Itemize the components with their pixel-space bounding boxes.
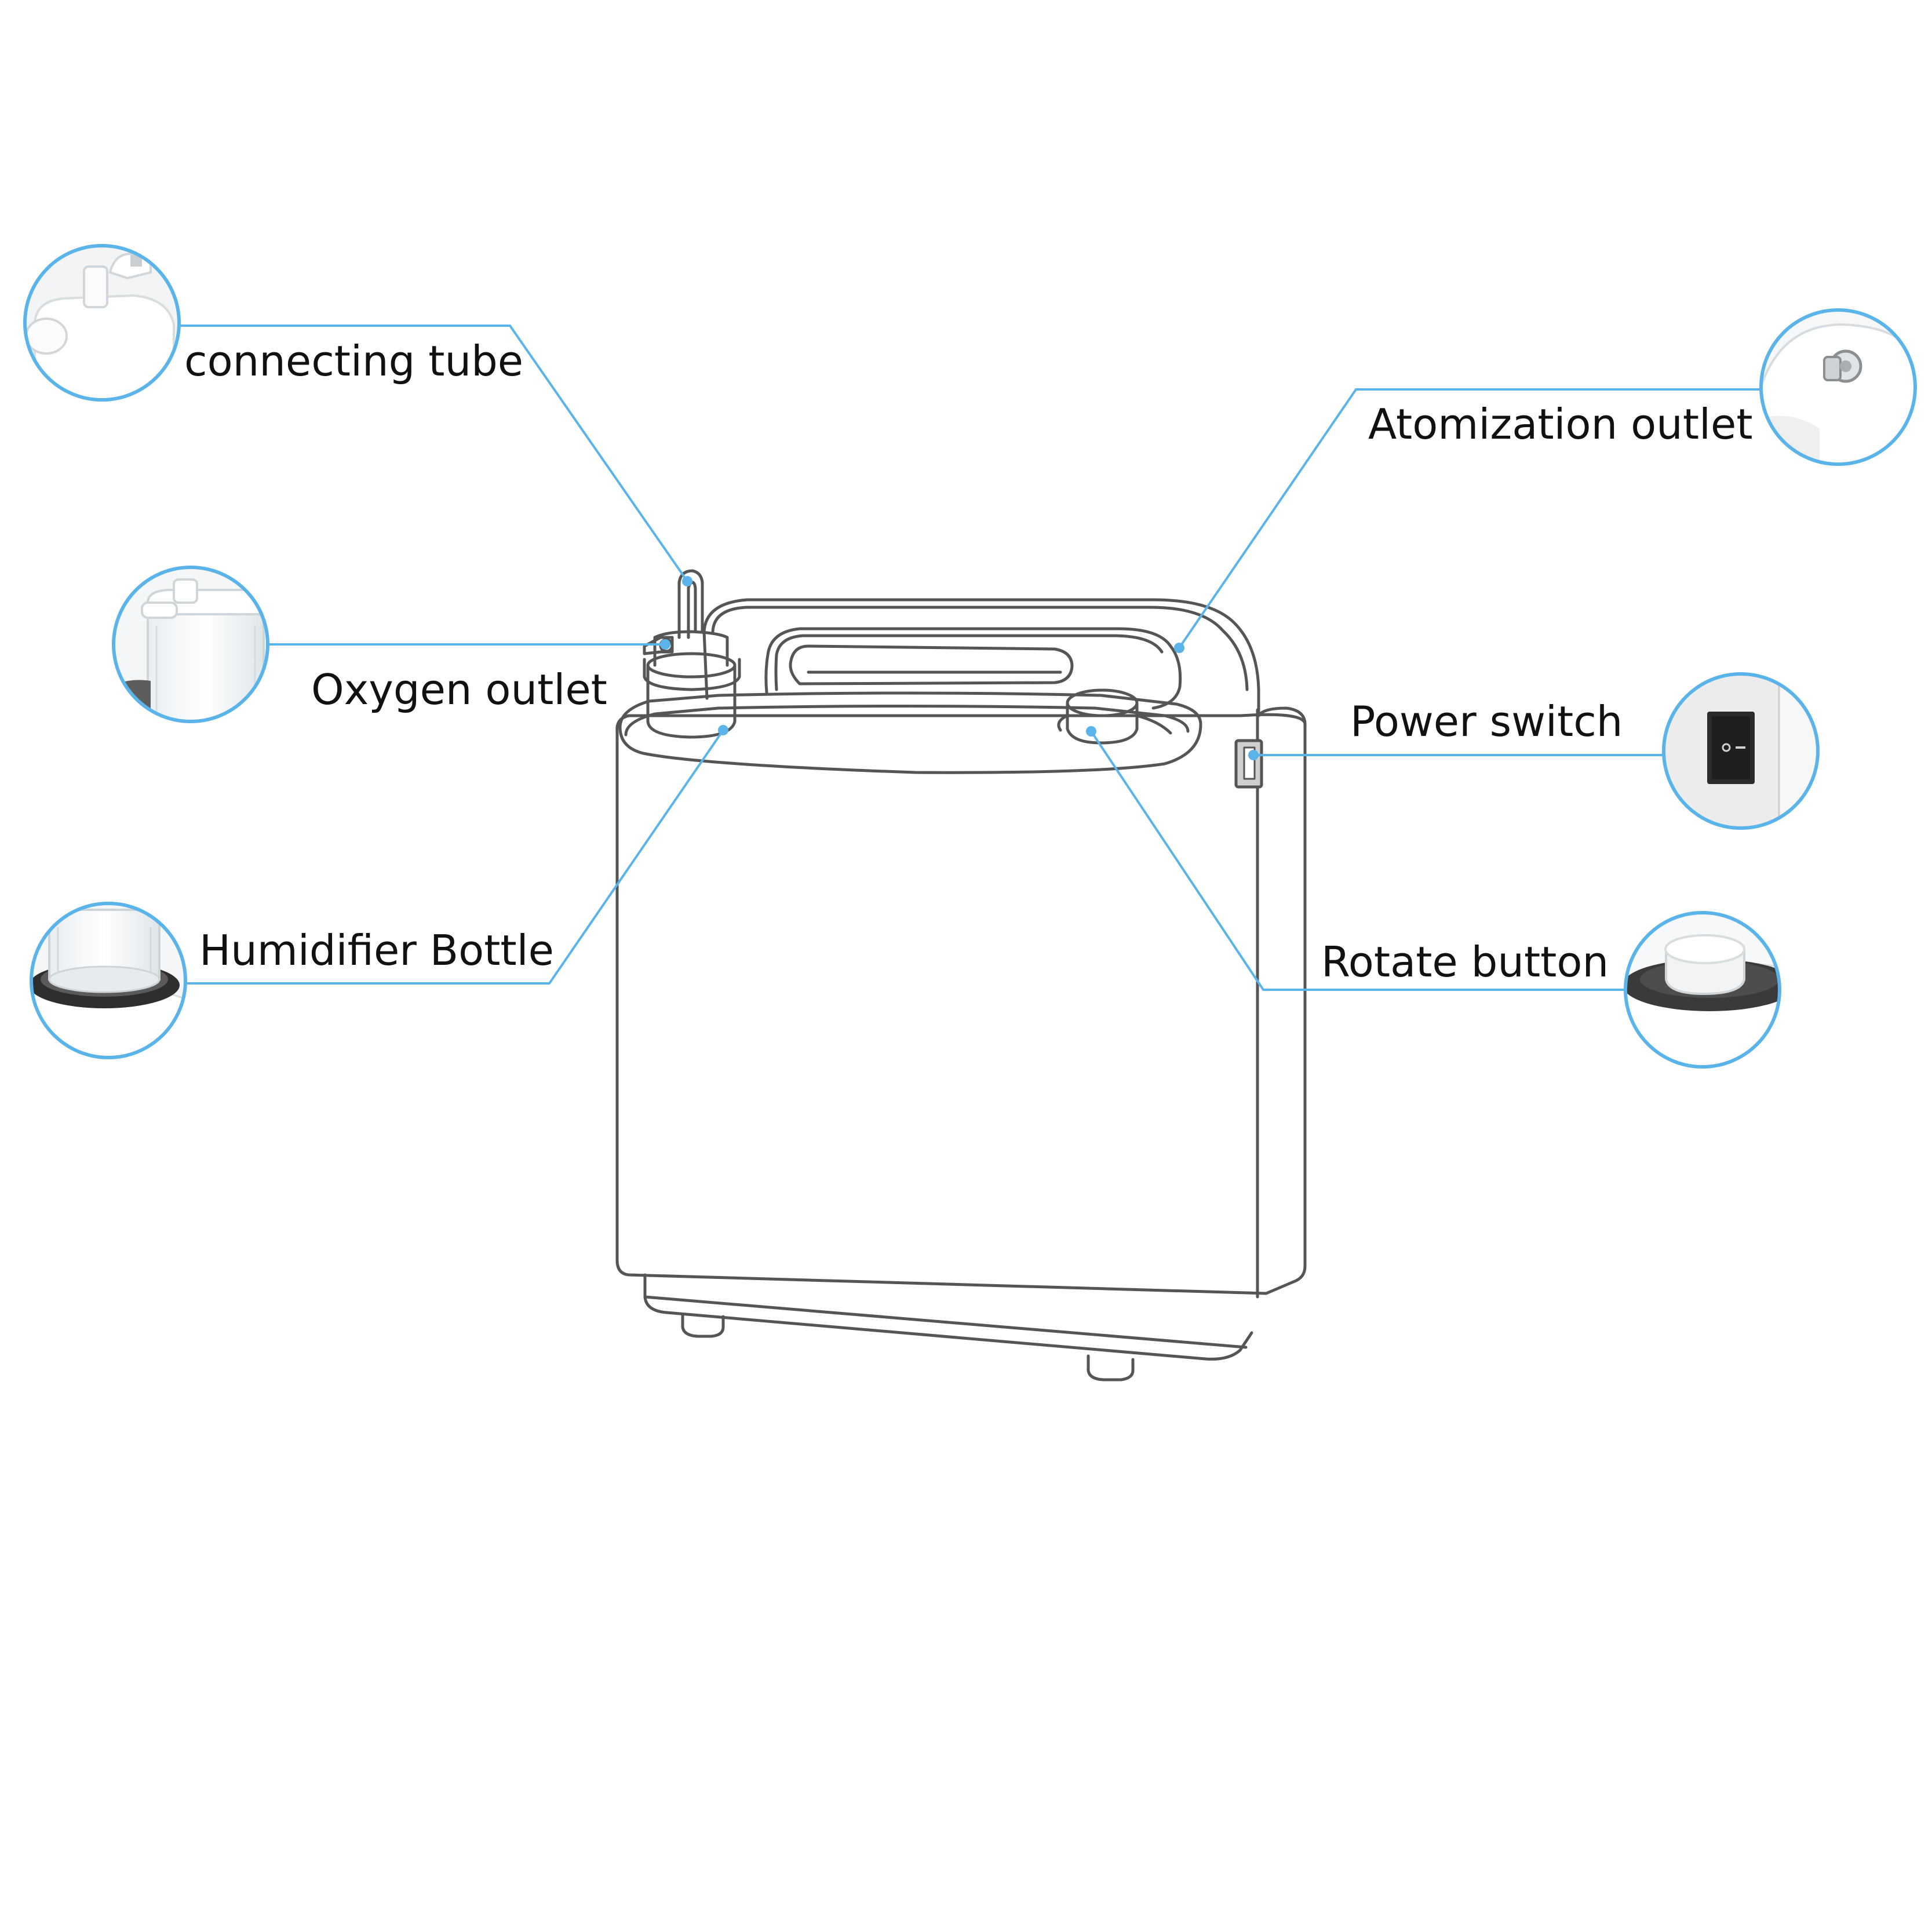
device-humidifier-bottle (646, 665, 737, 739)
label-rotate-button: Rotate button (1321, 938, 1609, 986)
device-base (643, 1273, 1253, 1361)
label-oxygen-outlet: Oxygen outlet (311, 665, 607, 714)
oxygen-concentrator-drawing (615, 569, 1307, 1381)
connecting-tube-thumbnail-icon (23, 244, 181, 402)
oxygen-outlet-thumbnail-icon (112, 566, 269, 723)
device-foot-right (1087, 1354, 1135, 1381)
label-connecting-tube: connecting tube (184, 337, 523, 385)
leader-humidifier-bottle (185, 729, 724, 985)
device-rotate-knob (1066, 702, 1139, 745)
dot-atomization-outlet (1174, 643, 1184, 653)
device-handle (702, 598, 1307, 726)
callout-lines (179, 325, 1761, 991)
dot-connecting-tube (682, 576, 692, 586)
device-oxygen-nozzle (643, 636, 674, 655)
leader-rotate-button (1090, 730, 1625, 991)
humidifier-bottle-thumbnail-icon (30, 902, 187, 1059)
device-foot-left (681, 1313, 725, 1338)
label-atomization-outlet: Atomization outlet (1368, 400, 1753, 449)
device-connecting-tube (677, 569, 704, 639)
rotate-button-thumbnail-icon (1624, 911, 1781, 1069)
label-humidifier-bottle: Humidifier Bottle (199, 926, 554, 975)
dot-humidifier-bottle (718, 725, 728, 735)
label-power-switch: Power switch (1350, 697, 1623, 746)
callout-dots (660, 576, 1259, 760)
device-top-deck (618, 691, 1202, 774)
leader-atomization-outlet (1178, 388, 1761, 649)
atomization-outlet-thumbnail-icon (1759, 308, 1917, 466)
leader-connecting-tube (179, 325, 688, 582)
device-body (615, 713, 1307, 1295)
dot-oxygen-outlet (660, 639, 670, 650)
dot-rotate-button (1086, 726, 1096, 737)
power-switch-thumbnail-icon (1662, 672, 1820, 830)
dot-power-switch (1248, 750, 1259, 760)
